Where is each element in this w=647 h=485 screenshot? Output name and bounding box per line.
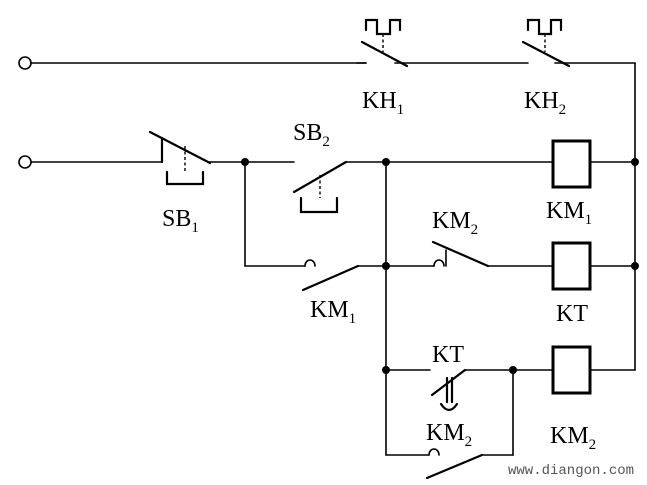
km1-holding-branch	[244, 161, 387, 292]
km2-holding-branch	[385, 369, 514, 480]
km2-coil	[551, 345, 592, 395]
kt-delay-symbol	[439, 376, 459, 412]
km1-contact-label: KM1	[310, 297, 356, 327]
sb1-label: SB1	[162, 206, 199, 236]
watermark: www.diangon.com	[508, 463, 634, 479]
kt-coil	[551, 241, 592, 291]
sb2-button	[292, 160, 348, 214]
kt-coil-label: KT	[556, 301, 588, 327]
kh2-contact	[521, 18, 571, 68]
kh1-contact	[356, 18, 409, 68]
kh2-label: KH2	[524, 88, 566, 118]
rung-km1	[18, 155, 639, 169]
km1-coil-label: KM1	[546, 198, 592, 228]
rung-kt	[385, 240, 639, 291]
kh1-label: KH1	[362, 88, 404, 118]
sb1-button	[148, 130, 212, 186]
km1-coil	[551, 139, 592, 189]
km2-contact-label: KM2	[426, 420, 472, 450]
top-terminal	[18, 56, 32, 70]
km2-nc-label: KM2	[432, 208, 478, 238]
sb2-label: SB2	[293, 120, 330, 150]
km2-coil-label: KM2	[550, 423, 596, 453]
kt-contact-label: KT	[432, 342, 464, 368]
rung-km2	[385, 345, 636, 412]
top-line	[18, 56, 636, 70]
bottom-terminal	[18, 155, 32, 169]
